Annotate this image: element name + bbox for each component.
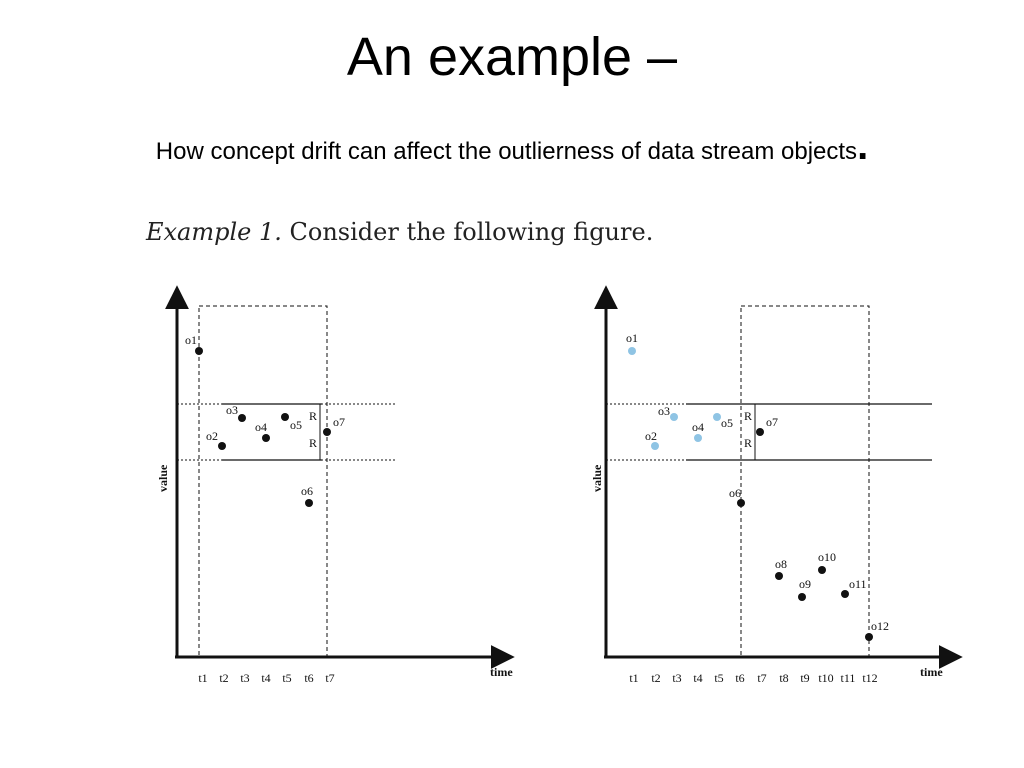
right-tick-labels: t1 t2 t3 t4 t5 t6 t7 t8 t9 t10 t11 t12 xyxy=(629,671,877,685)
right-radius-label-1: R xyxy=(744,409,752,423)
tick-label-t12: t12 xyxy=(862,671,877,685)
point-label-o5: o5 xyxy=(290,418,302,432)
tick-label-t1: t1 xyxy=(629,671,638,685)
point-o7 xyxy=(323,428,331,436)
left-window-box xyxy=(198,305,328,658)
point-label-o3: o3 xyxy=(226,403,238,417)
point-o12 xyxy=(865,633,873,641)
tick-label-t8: t8 xyxy=(779,671,788,685)
slide-title: An example – xyxy=(346,27,678,87)
point-o1 xyxy=(628,347,636,355)
point-o8 xyxy=(775,572,783,580)
tick-label-t6: t6 xyxy=(735,671,744,685)
point-o9 xyxy=(798,593,806,601)
point-label-o1: o1 xyxy=(626,331,638,345)
tick-label-t7: t7 xyxy=(325,671,334,685)
point-o4 xyxy=(262,434,270,442)
tick-label-t10: t10 xyxy=(818,671,833,685)
right-x-axis-label: time xyxy=(920,665,943,679)
point-label-o11: o11 xyxy=(849,577,867,591)
point-label-o7: o7 xyxy=(333,415,345,429)
left-x-axis-label: time xyxy=(490,665,513,679)
point-label-o6: o6 xyxy=(301,484,313,498)
point-label-o2: o2 xyxy=(645,429,657,443)
tick-label-t5: t5 xyxy=(282,671,291,685)
point-o7 xyxy=(756,428,764,436)
point-label-o7: o7 xyxy=(766,415,778,429)
point-o6 xyxy=(305,499,313,507)
left-points: o1 o2 o3 o4 o5 o6 o7 xyxy=(185,333,345,507)
tick-label-t6: t6 xyxy=(304,671,313,685)
caption-text: Consider the following figure. xyxy=(281,218,654,246)
point-o6 xyxy=(737,499,745,507)
right-window-box xyxy=(740,305,870,658)
left-radius-label-1: R xyxy=(309,409,317,423)
tick-label-t3: t3 xyxy=(672,671,681,685)
tick-label-t3: t3 xyxy=(240,671,249,685)
tick-label-t2: t2 xyxy=(219,671,228,685)
point-label-o5: o5 xyxy=(721,416,733,430)
point-label-o3: o3 xyxy=(658,404,670,418)
right-y-axis-label: value xyxy=(590,464,604,492)
tick-label-t4: t4 xyxy=(261,671,270,685)
right-radius-label-2: R xyxy=(744,436,752,450)
slide-subtitle: How concept drift can affect the outlier… xyxy=(0,126,1024,170)
point-label-o12: o12 xyxy=(871,619,889,633)
left-panel: R R value time t1 t2 t3 t4 t5 t6 t7 o1 o2 o3 o4 o5… xyxy=(156,285,515,685)
subtitle-period: . xyxy=(857,124,869,168)
tick-label-t7: t7 xyxy=(757,671,766,685)
point-label-o4: o4 xyxy=(255,420,267,434)
left-tick-labels: t1 t2 t3 t4 t5 t6 t7 xyxy=(198,671,334,685)
caption-prefix: Example 1. xyxy=(146,218,282,246)
point-o2 xyxy=(651,442,659,450)
tick-label-t2: t2 xyxy=(651,671,660,685)
point-label-o1: o1 xyxy=(185,333,197,347)
point-label-o10: o10 xyxy=(818,550,836,564)
example-caption: Example 1. Consider the following figure… xyxy=(146,218,653,246)
left-y-axis-label: value xyxy=(156,464,170,492)
tick-label-t1: t1 xyxy=(198,671,207,685)
point-label-o6: o6 xyxy=(729,486,741,500)
tick-label-t11: t11 xyxy=(841,671,856,685)
tick-label-t9: t9 xyxy=(800,671,809,685)
point-label-o4: o4 xyxy=(692,420,704,434)
point-o5 xyxy=(281,413,289,421)
point-label-o8: o8 xyxy=(775,557,787,571)
point-o10 xyxy=(818,566,826,574)
tick-label-t5: t5 xyxy=(714,671,723,685)
point-o1 xyxy=(195,347,203,355)
point-o11 xyxy=(841,590,849,598)
point-o3 xyxy=(238,414,246,422)
point-label-o2: o2 xyxy=(206,429,218,443)
point-o3 xyxy=(670,413,678,421)
point-o4 xyxy=(694,434,702,442)
left-radius-label-2: R xyxy=(309,436,317,450)
subtitle-text: How concept drift can affect the outlier… xyxy=(155,138,858,165)
point-label-o9: o9 xyxy=(799,577,811,591)
tick-label-t4: t4 xyxy=(693,671,702,685)
point-o5 xyxy=(713,413,721,421)
point-o2 xyxy=(218,442,226,450)
